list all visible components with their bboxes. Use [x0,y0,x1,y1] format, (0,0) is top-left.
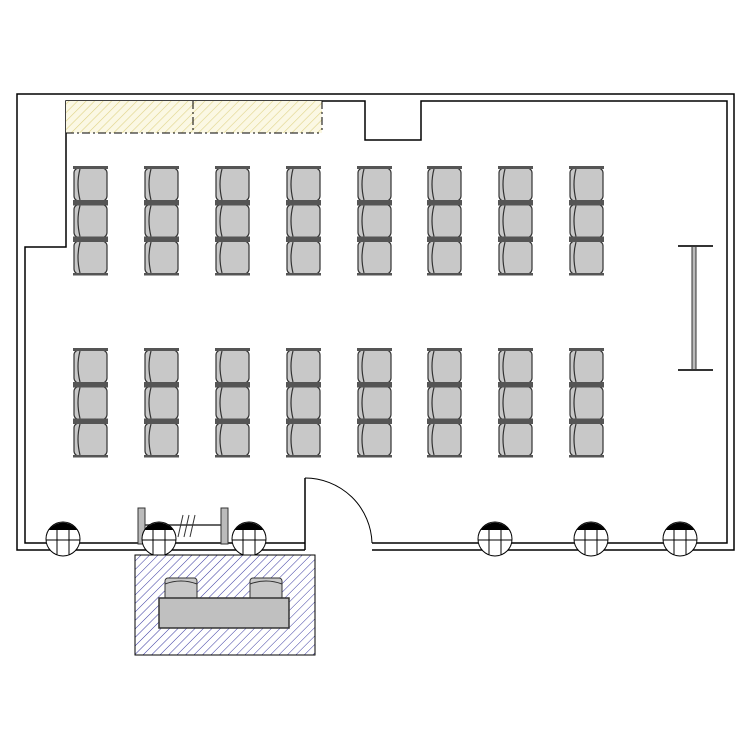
pillar [573,521,609,557]
chair[interactable] [427,384,462,422]
chair[interactable] [498,348,533,385]
chair[interactable] [357,421,392,458]
chair[interactable] [144,239,179,276]
presenter-desk [158,597,290,629]
chair[interactable] [144,202,179,240]
chair[interactable] [498,166,533,203]
chair[interactable] [286,421,321,458]
chair[interactable] [215,421,250,458]
chair[interactable] [427,239,462,276]
storage-cabinets [66,101,323,134]
pillar [141,521,177,557]
presenter-chair [164,577,198,601]
chair[interactable] [286,348,321,385]
chair[interactable] [357,239,392,276]
chair[interactable] [73,384,108,422]
door-swing[interactable] [304,477,373,544]
pillar [45,521,81,557]
chair[interactable] [427,202,462,240]
chair[interactable] [427,348,462,385]
chair[interactable] [215,384,250,422]
front-block [73,166,604,276]
chair[interactable] [144,166,179,203]
chair[interactable] [215,202,250,240]
chair[interactable] [498,202,533,240]
back-block [73,348,604,458]
chair[interactable] [357,348,392,385]
inner-wall [24,100,728,544]
chair[interactable] [569,384,604,422]
chair[interactable] [286,202,321,240]
chair[interactable] [427,166,462,203]
chair[interactable] [357,166,392,203]
pillar [662,521,698,557]
chair[interactable] [569,202,604,240]
pillar [477,521,513,557]
chair[interactable] [427,421,462,458]
chair[interactable] [73,348,108,385]
projection-screen [678,245,713,371]
chair[interactable] [73,239,108,276]
chair[interactable] [498,421,533,458]
chair[interactable] [215,166,250,203]
chair[interactable] [286,239,321,276]
chair[interactable] [498,384,533,422]
chair[interactable] [215,348,250,385]
presenter-chair [249,577,283,601]
chair[interactable] [357,202,392,240]
seating [73,166,604,458]
chair[interactable] [286,384,321,422]
chair[interactable] [144,384,179,422]
chair[interactable] [569,421,604,458]
chair[interactable] [73,166,108,203]
chair[interactable] [144,348,179,385]
chair[interactable] [569,239,604,276]
walls [16,93,735,551]
chair[interactable] [498,239,533,276]
outer-wall [16,93,735,551]
chair[interactable] [144,421,179,458]
chair[interactable] [569,166,604,203]
presenter-area [134,554,316,656]
chair[interactable] [357,384,392,422]
chair[interactable] [215,239,250,276]
chair[interactable] [73,202,108,240]
chair[interactable] [286,166,321,203]
pillar [231,521,267,557]
chair[interactable] [569,348,604,385]
pillars [45,521,698,557]
chair[interactable] [73,421,108,458]
